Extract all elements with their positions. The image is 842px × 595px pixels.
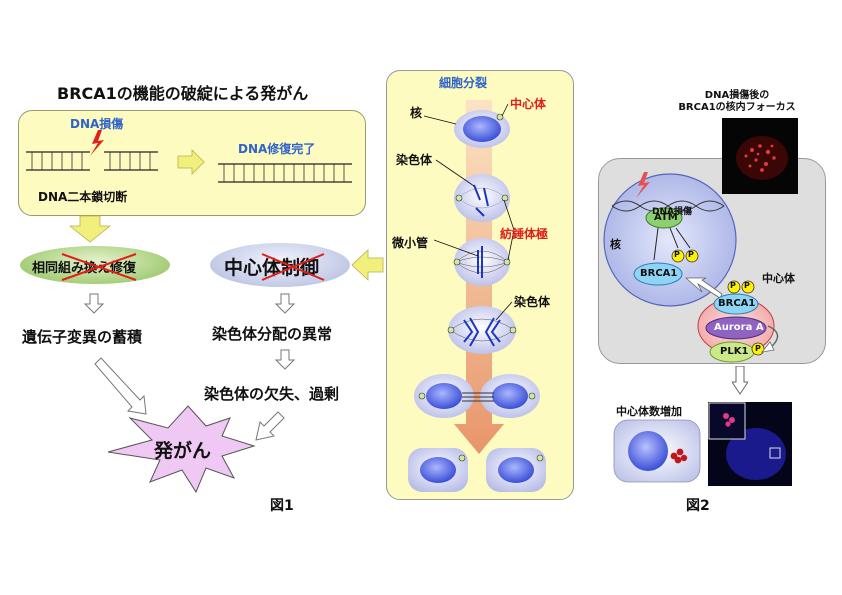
- nucleus: [420, 457, 456, 483]
- nucleus: [463, 116, 501, 142]
- nucleus-circle: [603, 173, 737, 307]
- arrow-icon: [684, 277, 723, 299]
- chromosome-label: 染色体: [514, 295, 551, 309]
- phospho-badge: [741, 280, 755, 294]
- lightning-icon: [636, 172, 650, 198]
- curved-arrow-icon: [767, 325, 779, 349]
- cell: [454, 174, 510, 222]
- plk1-label: PLK1: [720, 346, 749, 357]
- cross-out-mark: [261, 253, 325, 281]
- fig2-centrosome-label: 中心体: [762, 272, 795, 285]
- fig2-nucleus-label: 核: [610, 238, 621, 251]
- centrosome: [418, 392, 426, 400]
- cell-division-title: 細胞分裂: [439, 76, 488, 90]
- phospho-label: P: [688, 250, 694, 259]
- chromosome-label: 染色体: [396, 153, 433, 167]
- phospho-label: P: [674, 250, 680, 259]
- foci-caption-line: DNA損傷後の: [704, 90, 770, 101]
- phospho-label: P: [730, 281, 736, 290]
- aurora-a-node: [705, 316, 767, 340]
- dna-strands-graphic: [26, 130, 352, 183]
- amplification-micrograph: [708, 402, 792, 486]
- phospho-badge: [727, 280, 741, 294]
- centrosome-control-ellipse: [210, 243, 350, 287]
- nucleus-label: 核: [410, 106, 423, 120]
- arrow-down-icon: [68, 215, 112, 243]
- centrosome: [458, 454, 466, 462]
- arrow-down-icon: [274, 349, 296, 370]
- phospho-label: P: [755, 344, 761, 353]
- atm-node: [645, 207, 683, 229]
- cell-division-diagram: [408, 100, 546, 492]
- brca1-nuclear-node: [633, 262, 683, 286]
- cell: [448, 306, 516, 354]
- spindle-pole: [453, 258, 461, 266]
- arrow-diagonal-icon: [255, 411, 285, 441]
- arrow-down-icon: [83, 293, 105, 314]
- spindle-pole: [447, 326, 455, 334]
- spindle-pole-label: 紡錘体極: [500, 227, 549, 241]
- chromosome-missegregation-label: 染色体分配の異常: [212, 325, 333, 343]
- nucleus: [498, 457, 534, 483]
- centrosome: [528, 392, 536, 400]
- figure1-title: BRCA1の機能の破綻による発がん: [57, 84, 309, 103]
- centrosome-control-label: 中心体制御: [224, 257, 320, 279]
- phospho-label: P: [744, 281, 750, 290]
- foci-image: [736, 136, 788, 180]
- spindle-pole: [455, 194, 463, 202]
- centrosome-amplification-label: 中心体数増加: [616, 405, 682, 418]
- arrow-diagonal-icon: [94, 357, 147, 415]
- microtubule-label: 微小管: [392, 236, 429, 250]
- lightning-icon: [90, 130, 104, 156]
- foci-caption-line: BRCA1の核内フォーカス: [678, 102, 796, 113]
- chromosome-loss-gain-label: 染色体の欠失、過剰: [204, 385, 340, 403]
- brca1-centrosome-label: BRCA1: [718, 298, 756, 309]
- arrow-down-icon: [732, 366, 748, 395]
- nucleus: [426, 383, 462, 409]
- brca1-nuclear-label: BRCA1: [640, 268, 678, 279]
- arrow-left-icon: [351, 249, 384, 281]
- arrow-right-icon: [177, 149, 205, 175]
- arrowhead-icon: [761, 341, 775, 353]
- spindle-pole: [509, 326, 517, 334]
- cancer-label: 発がん: [154, 440, 212, 462]
- nucleus: [492, 383, 528, 409]
- foci-caption: DNA損傷後の BRCA1の核内フォーカス: [672, 90, 802, 114]
- dna-damage-label: DNA損傷: [70, 117, 124, 131]
- cancer-burst: [107, 405, 256, 494]
- signaling-diagram: [603, 172, 779, 363]
- centrosome: [536, 454, 544, 462]
- centrosome-label: 中心体: [510, 97, 547, 111]
- atm-label: ATM: [654, 212, 678, 223]
- aurora-a-label: Aurora A: [714, 322, 764, 333]
- spindle-pole: [501, 194, 509, 202]
- figure2-caption: 図2: [686, 498, 710, 514]
- figure1-caption: 図1: [270, 498, 294, 514]
- cross-out-mark: [61, 253, 137, 281]
- phospho-badge: [671, 249, 685, 263]
- fig2-dna-damage-label: DNA損傷: [652, 207, 692, 217]
- phospho-badge: [685, 249, 699, 263]
- arrow-down-icon: [274, 293, 296, 314]
- dna-repair-done-label: DNA修復完了: [238, 142, 316, 156]
- brca1-centrosome-node: [713, 293, 759, 315]
- centrosome: [496, 113, 504, 121]
- spindle-pole: [503, 258, 511, 266]
- amplified-cell-graphic: [613, 419, 701, 483]
- homologous-repair-label: 相同組み換え修復: [32, 261, 137, 276]
- dsb-label: DNA二本鎖切断: [38, 190, 128, 204]
- flow-arrows: [68, 215, 384, 494]
- mutation-accumulation-label: 遺伝子変異の蓄積: [22, 328, 143, 346]
